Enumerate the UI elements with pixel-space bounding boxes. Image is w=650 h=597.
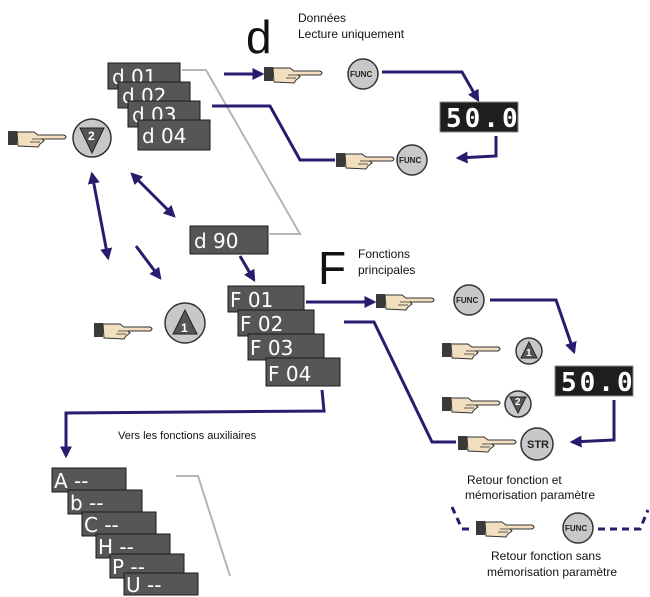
readout-value: 50.0 — [446, 104, 521, 134]
store-return-note: mémorisation paramètre — [465, 488, 595, 502]
flow-arrow — [382, 70, 480, 103]
group-f-subtitle: principales — [358, 263, 415, 277]
f-display-label: F 03 — [250, 336, 293, 360]
func-button-label: FUNC — [456, 296, 478, 305]
hand-pointer-icon — [375, 293, 435, 311]
hand-pointer-icon — [441, 342, 501, 360]
readout-display: 50.0 — [439, 101, 521, 134]
aux-display-label: C -- — [84, 513, 119, 537]
hand-pointer-icon — [457, 435, 517, 453]
d-display: d 04 — [137, 119, 211, 151]
flow-arrow — [455, 136, 498, 164]
up-button[interactable]: 1 — [515, 337, 543, 365]
f-display: F 04 — [265, 357, 341, 387]
group-d-subtitle: Lecture uniquement — [298, 27, 405, 41]
func-button[interactable]: FUNC — [347, 58, 379, 90]
aux-display: A -- — [51, 467, 127, 493]
hand-pointer-icon — [335, 152, 395, 170]
nostore-return-note: mémorisation paramètre — [487, 565, 617, 579]
func-button-label: FUNC — [399, 156, 421, 165]
hand-pointer-icon — [93, 322, 153, 340]
d-display-label: d 04 — [142, 124, 187, 148]
d-display-last-label: d 90 — [194, 229, 239, 253]
func-button[interactable]: FUNC — [453, 284, 485, 316]
f-display: F 01 — [227, 285, 305, 313]
group-f-title: Fonctions — [358, 247, 410, 261]
flow-arrow — [569, 400, 616, 448]
up-button[interactable]: 1 — [164, 302, 206, 344]
aux-display-label: U -- — [126, 573, 161, 597]
readout-display: 50.0 — [554, 365, 636, 398]
store-button-label: STR — [527, 439, 549, 451]
func-button-label: FUNC — [350, 70, 372, 79]
down-button[interactable]: 2 — [504, 390, 532, 418]
hand-pointer-icon — [441, 396, 501, 414]
flow-arrow — [130, 172, 176, 218]
f-display: F 02 — [237, 309, 315, 337]
up-button-label: 1 — [181, 321, 188, 335]
flow-arrow — [60, 389, 326, 459]
readout-value: 50.0 — [561, 368, 636, 398]
down-button[interactable]: 2 — [72, 118, 112, 158]
f-display-label: F 04 — [268, 362, 311, 386]
func-button[interactable]: FUNC — [396, 144, 428, 176]
f-display-label: F 01 — [230, 288, 273, 312]
group-d-letter: d — [246, 11, 272, 63]
flow-arrow-return — [212, 104, 335, 162]
d-display-last: d 90 — [189, 225, 269, 255]
d-range-bracket — [182, 69, 302, 235]
up-button-label: 1 — [526, 348, 532, 359]
nostore-return-note: Retour fonction sans — [491, 549, 601, 563]
aux-display: C -- — [81, 511, 157, 537]
aux-display-stack: A -- b -- C -- H -- P -- U -- — [51, 467, 199, 597]
flow-arrow — [134, 245, 162, 280]
f-display: F 03 — [247, 333, 325, 361]
aux-display: U -- — [123, 572, 199, 597]
aux-display-label: b -- — [70, 491, 104, 515]
flow-arrow — [238, 255, 256, 283]
flow-arrow-return — [344, 320, 456, 444]
flow-arrow-dashed — [598, 509, 650, 531]
hand-pointer-icon — [475, 520, 535, 538]
store-return-note: Retour fonction et — [467, 473, 562, 487]
f-display-stack: F 01 F 02 F 03 F 04 — [227, 285, 341, 387]
flow-arrow — [87, 171, 113, 261]
func-button[interactable]: FUNC — [562, 512, 594, 544]
aux-range-bracket — [176, 475, 231, 577]
group-d-title: Données — [298, 11, 346, 25]
hand-pointer-icon — [263, 66, 323, 84]
d-display-stack: d 01 d 02 d 03 d 04 d 90 — [107, 62, 269, 255]
group-f-letter: F — [318, 242, 346, 294]
down-button-label: 2 — [88, 129, 95, 143]
func-button-label: FUNC — [565, 524, 587, 533]
f-display-label: F 02 — [240, 312, 283, 336]
flow-arrow — [490, 298, 577, 355]
down-button-label: 2 — [515, 397, 521, 408]
aux-display-label: A -- — [54, 469, 88, 493]
hand-pointer-icon — [7, 130, 67, 148]
store-button[interactable]: STR — [520, 427, 554, 461]
flow-arrow-dashed — [450, 506, 464, 530]
aux-label: Vers les fonctions auxiliaires — [118, 430, 257, 442]
aux-display: b -- — [67, 489, 143, 515]
